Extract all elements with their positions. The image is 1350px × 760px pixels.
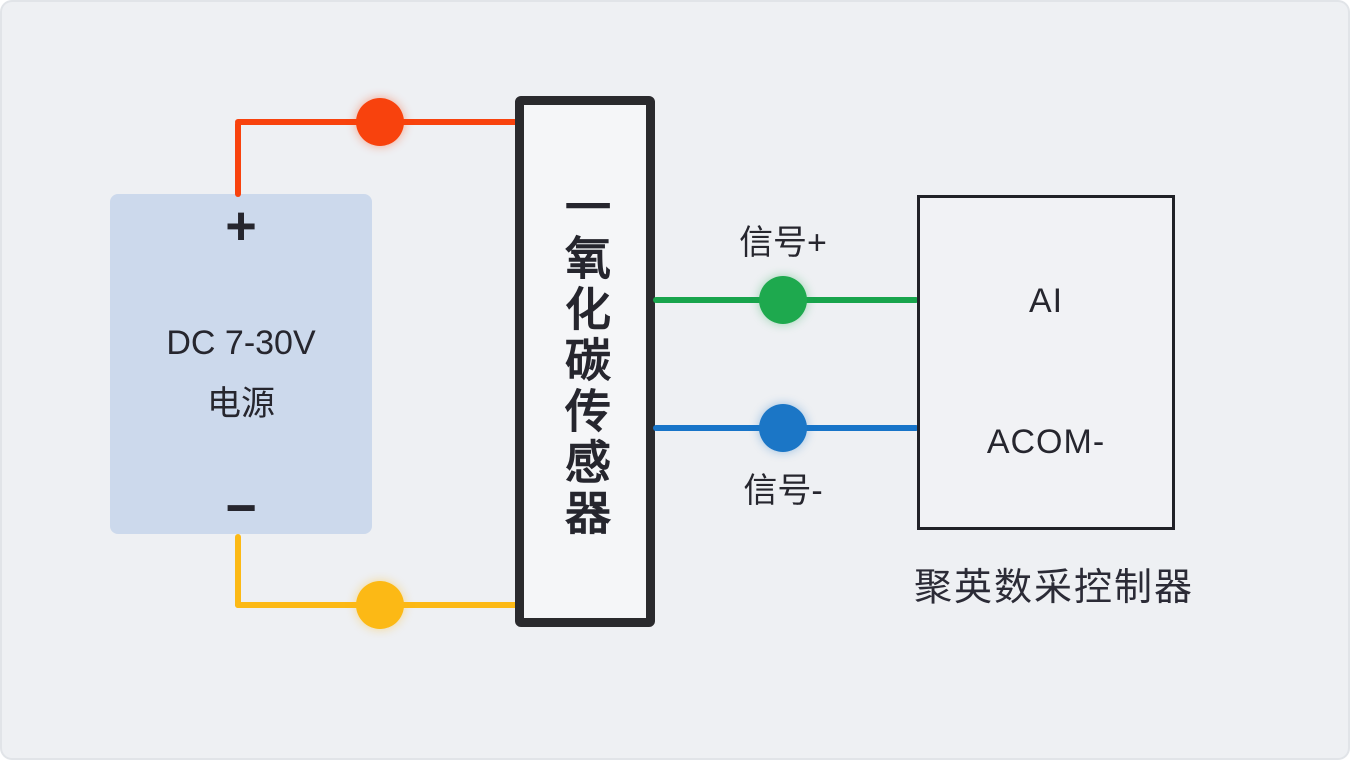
co-sensor-box: 一氧化碳传感器 [515,96,655,627]
controller-caption: 聚英数采控制器 [913,567,1194,609]
power-positive-junction-dot [356,98,404,146]
signal-plus-junction-dot [759,276,807,324]
signal-plus-label: 信号+ [739,224,827,262]
positive-terminal-symbol: + [225,196,257,256]
signal-minus-label: 信号- [743,472,823,510]
power-negative-wire-vertical [235,534,241,608]
power-supply-voltage-label: DC 7-30V [166,324,316,362]
negative-terminal-symbol: − [225,478,257,538]
power-supply-box: + DC 7-30V 电源 − [110,194,372,538]
power-supply-name-label: 电源 [207,385,275,423]
signal-minus-junction-dot [759,404,807,452]
controller-terminal-ai: AI [1028,282,1064,320]
controller-terminal-acom: ACOM- [986,423,1106,461]
co-sensor-label: 一氧化碳传感器 [559,183,611,540]
power-negative-junction-dot [356,581,404,629]
controller-box: AI ACOM- [917,195,1175,530]
power-positive-wire-vertical [235,121,241,197]
